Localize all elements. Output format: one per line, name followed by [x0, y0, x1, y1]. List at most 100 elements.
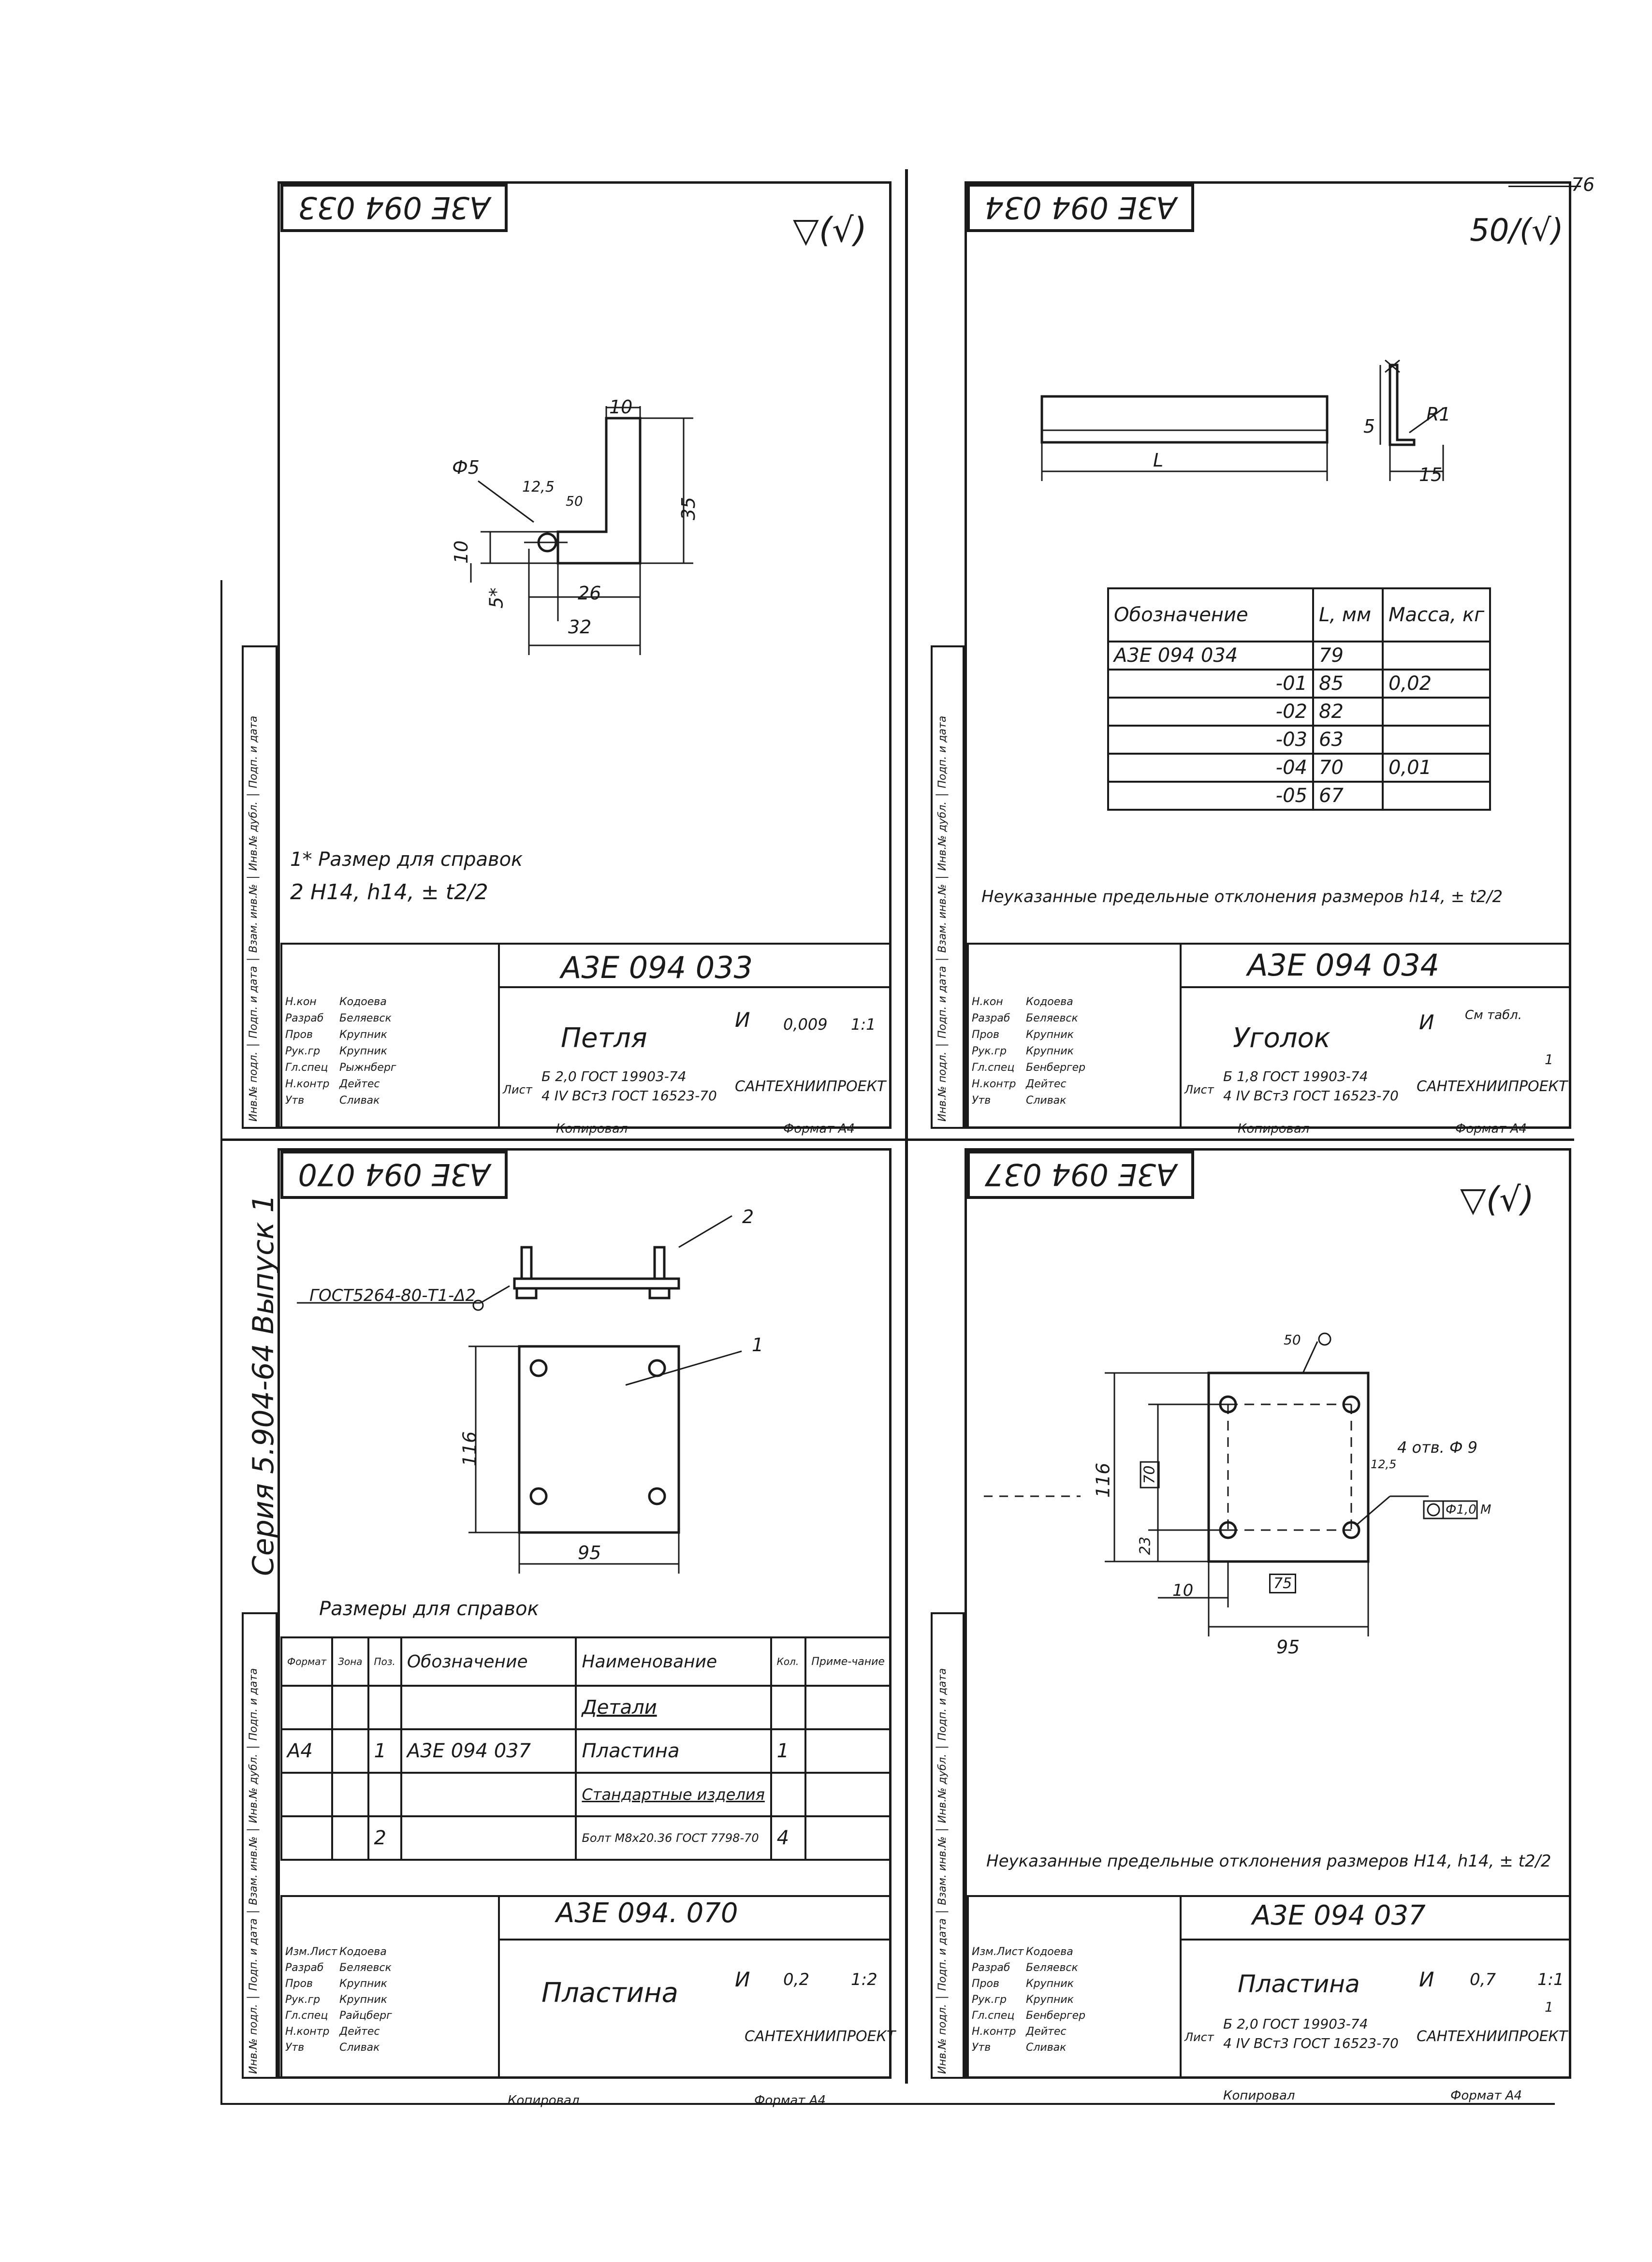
sheet-2-org: САНТЕХНИИПРОЕКТ [1417, 1078, 1568, 1095]
sheet-1-drawing [470, 406, 693, 655]
sheet-3-weld: ГОСТ5264-80-Т1-Δ2 [309, 1286, 476, 1305]
table-header: L, мм [1312, 587, 1384, 642]
sheet-3-drawing [297, 1215, 742, 1574]
sheet-1-side-labels: Инв.№ подл. │ Подп. и дата │ Взам. инв.№… [248, 715, 260, 1122]
page-number-rule [1508, 186, 1581, 187]
sheet-1-tb-hline [498, 986, 892, 988]
sheet-1-title-block [280, 943, 892, 1129]
sheet-4-dim-r50: 50 [1284, 1332, 1301, 1348]
sheet-3-spec-table: Формат Зона Поз. Обозначение Наименовани… [280, 1636, 892, 1861]
sheet-2-material-top: Б 1,8 ГОСТ 19903-74 [1223, 1068, 1368, 1084]
sheet-2-side-labels: Инв.№ подл. │ Подп. и дата │ Взам. инв.№… [936, 715, 949, 1122]
left-edge-line [220, 580, 222, 2103]
sheet-1-dim-26: 26 [578, 583, 601, 604]
sheet-1-lit: И [735, 1008, 750, 1032]
sheet-1-copied: Копировал [556, 1122, 628, 1136]
sheet-4-tb-vline [1180, 1895, 1182, 2079]
sheet-2-roughness: 50/(√) [1470, 213, 1564, 248]
sheet-3-name: Пластина [541, 1977, 678, 2009]
table-header: Обозначение [1107, 587, 1314, 642]
sheet-4-material-top: Б 2,0 ГОСТ 19903-74 [1223, 2016, 1368, 2032]
sheet-2-name: Уголок [1233, 1022, 1330, 1054]
sheet-2-tb-vline [1180, 943, 1182, 1129]
series-label: Серия 5.904-64 Выпуск 1 [247, 1194, 280, 1576]
sheet-1-dim-10: 10 [609, 396, 633, 418]
sheet-2-dim-r1: R1 [1426, 404, 1451, 425]
sheet-1-note-1: 1* Размер для справок [290, 848, 523, 871]
sheet-1-org: САНТЕХНИИПРОЕКТ [735, 1078, 886, 1095]
sheet-4-drawing [984, 1332, 1478, 1636]
sheet-2-sheets-count: 1 [1545, 1051, 1553, 1067]
sheet-4-mass: 0,7 [1470, 1970, 1496, 1989]
sheet-3-callout-2: 2 [742, 1206, 754, 1227]
sheet-3-format: Формат А4 [754, 2093, 826, 2108]
sheet-4-title-block [967, 1895, 1571, 2079]
sheet-4-material-bottom: 4 IV ВСт3 ГОСТ 16523-70 [1223, 2035, 1399, 2051]
sheet-3-title-block [280, 1895, 892, 2079]
sheet-3-note: Размеры для справок [319, 1598, 539, 1620]
sheet-1-note-2: 2 H14, h14, ± t2/2 [290, 880, 488, 905]
sheet-2-tb-hline [1180, 986, 1571, 988]
sheet-3-tb-hline [498, 1939, 892, 1941]
sheet-2-dim-15: 15 [1419, 464, 1443, 485]
sheet-4-copied: Копировал [1223, 2088, 1295, 2103]
sheet-4-scale: 1:1 [1537, 1970, 1564, 1989]
table-row: Стандартные изделия [280, 1772, 892, 1817]
sheet-2-material-bottom: 4 IV ВСт3 ГОСТ 16523-70 [1223, 1088, 1399, 1104]
sheet-1-mass: 0,009 [783, 1015, 828, 1034]
sheet-2-note: Неуказанные предельные отклонения размер… [981, 887, 1503, 906]
sheet-3-callout-1: 1 [752, 1334, 764, 1356]
sheet-3-side-strip [242, 1612, 278, 2079]
sheet-2-code: A3E 094 034 [1247, 948, 1440, 983]
sheet-3-code: A3E 094. 070 [556, 1897, 738, 1929]
sheet-1-scale: 1:1 [851, 1015, 876, 1034]
sheet-3-tb-vline [498, 1895, 500, 2079]
sheet-4-side-strip [931, 1612, 965, 2079]
table-header: Приме-чание [804, 1636, 892, 1687]
sheet-4-roughness: ▽(√) [1460, 1180, 1535, 1219]
sheet-4-tb-hline [1180, 1939, 1571, 1941]
sheet-4-dim-70: 70 [1140, 1461, 1160, 1489]
sheet-1-name: Петля [561, 1022, 647, 1054]
sheet-3-copied: Копировал [508, 2093, 580, 2108]
table-header: Наименование [575, 1636, 772, 1687]
sheet-2-side-strip [931, 645, 965, 1129]
table-header: Кол. [770, 1636, 807, 1687]
sheet-2-title-block [967, 943, 1571, 1129]
table-header: Обозначение [400, 1636, 577, 1687]
sheet-3-dim-116: 116 [459, 1431, 481, 1467]
sheet-4-code: A3E 094 037 [1252, 1900, 1426, 1931]
sheet-2-copied: Копировал [1238, 1122, 1310, 1136]
sheet-1-code: A3E 094 033 [561, 950, 753, 985]
sheet-1-roughness: ▽(√) [793, 210, 867, 250]
vertical-divider [905, 169, 908, 2084]
sheet-4-side-labels: Инв.№ подл. │ Подп. и дата │ Взам. инв.№… [936, 1668, 949, 2074]
sheet-1-dim-35: 35 [678, 496, 700, 521]
sheet-4-sheet-label: Лист [1184, 2030, 1214, 2044]
